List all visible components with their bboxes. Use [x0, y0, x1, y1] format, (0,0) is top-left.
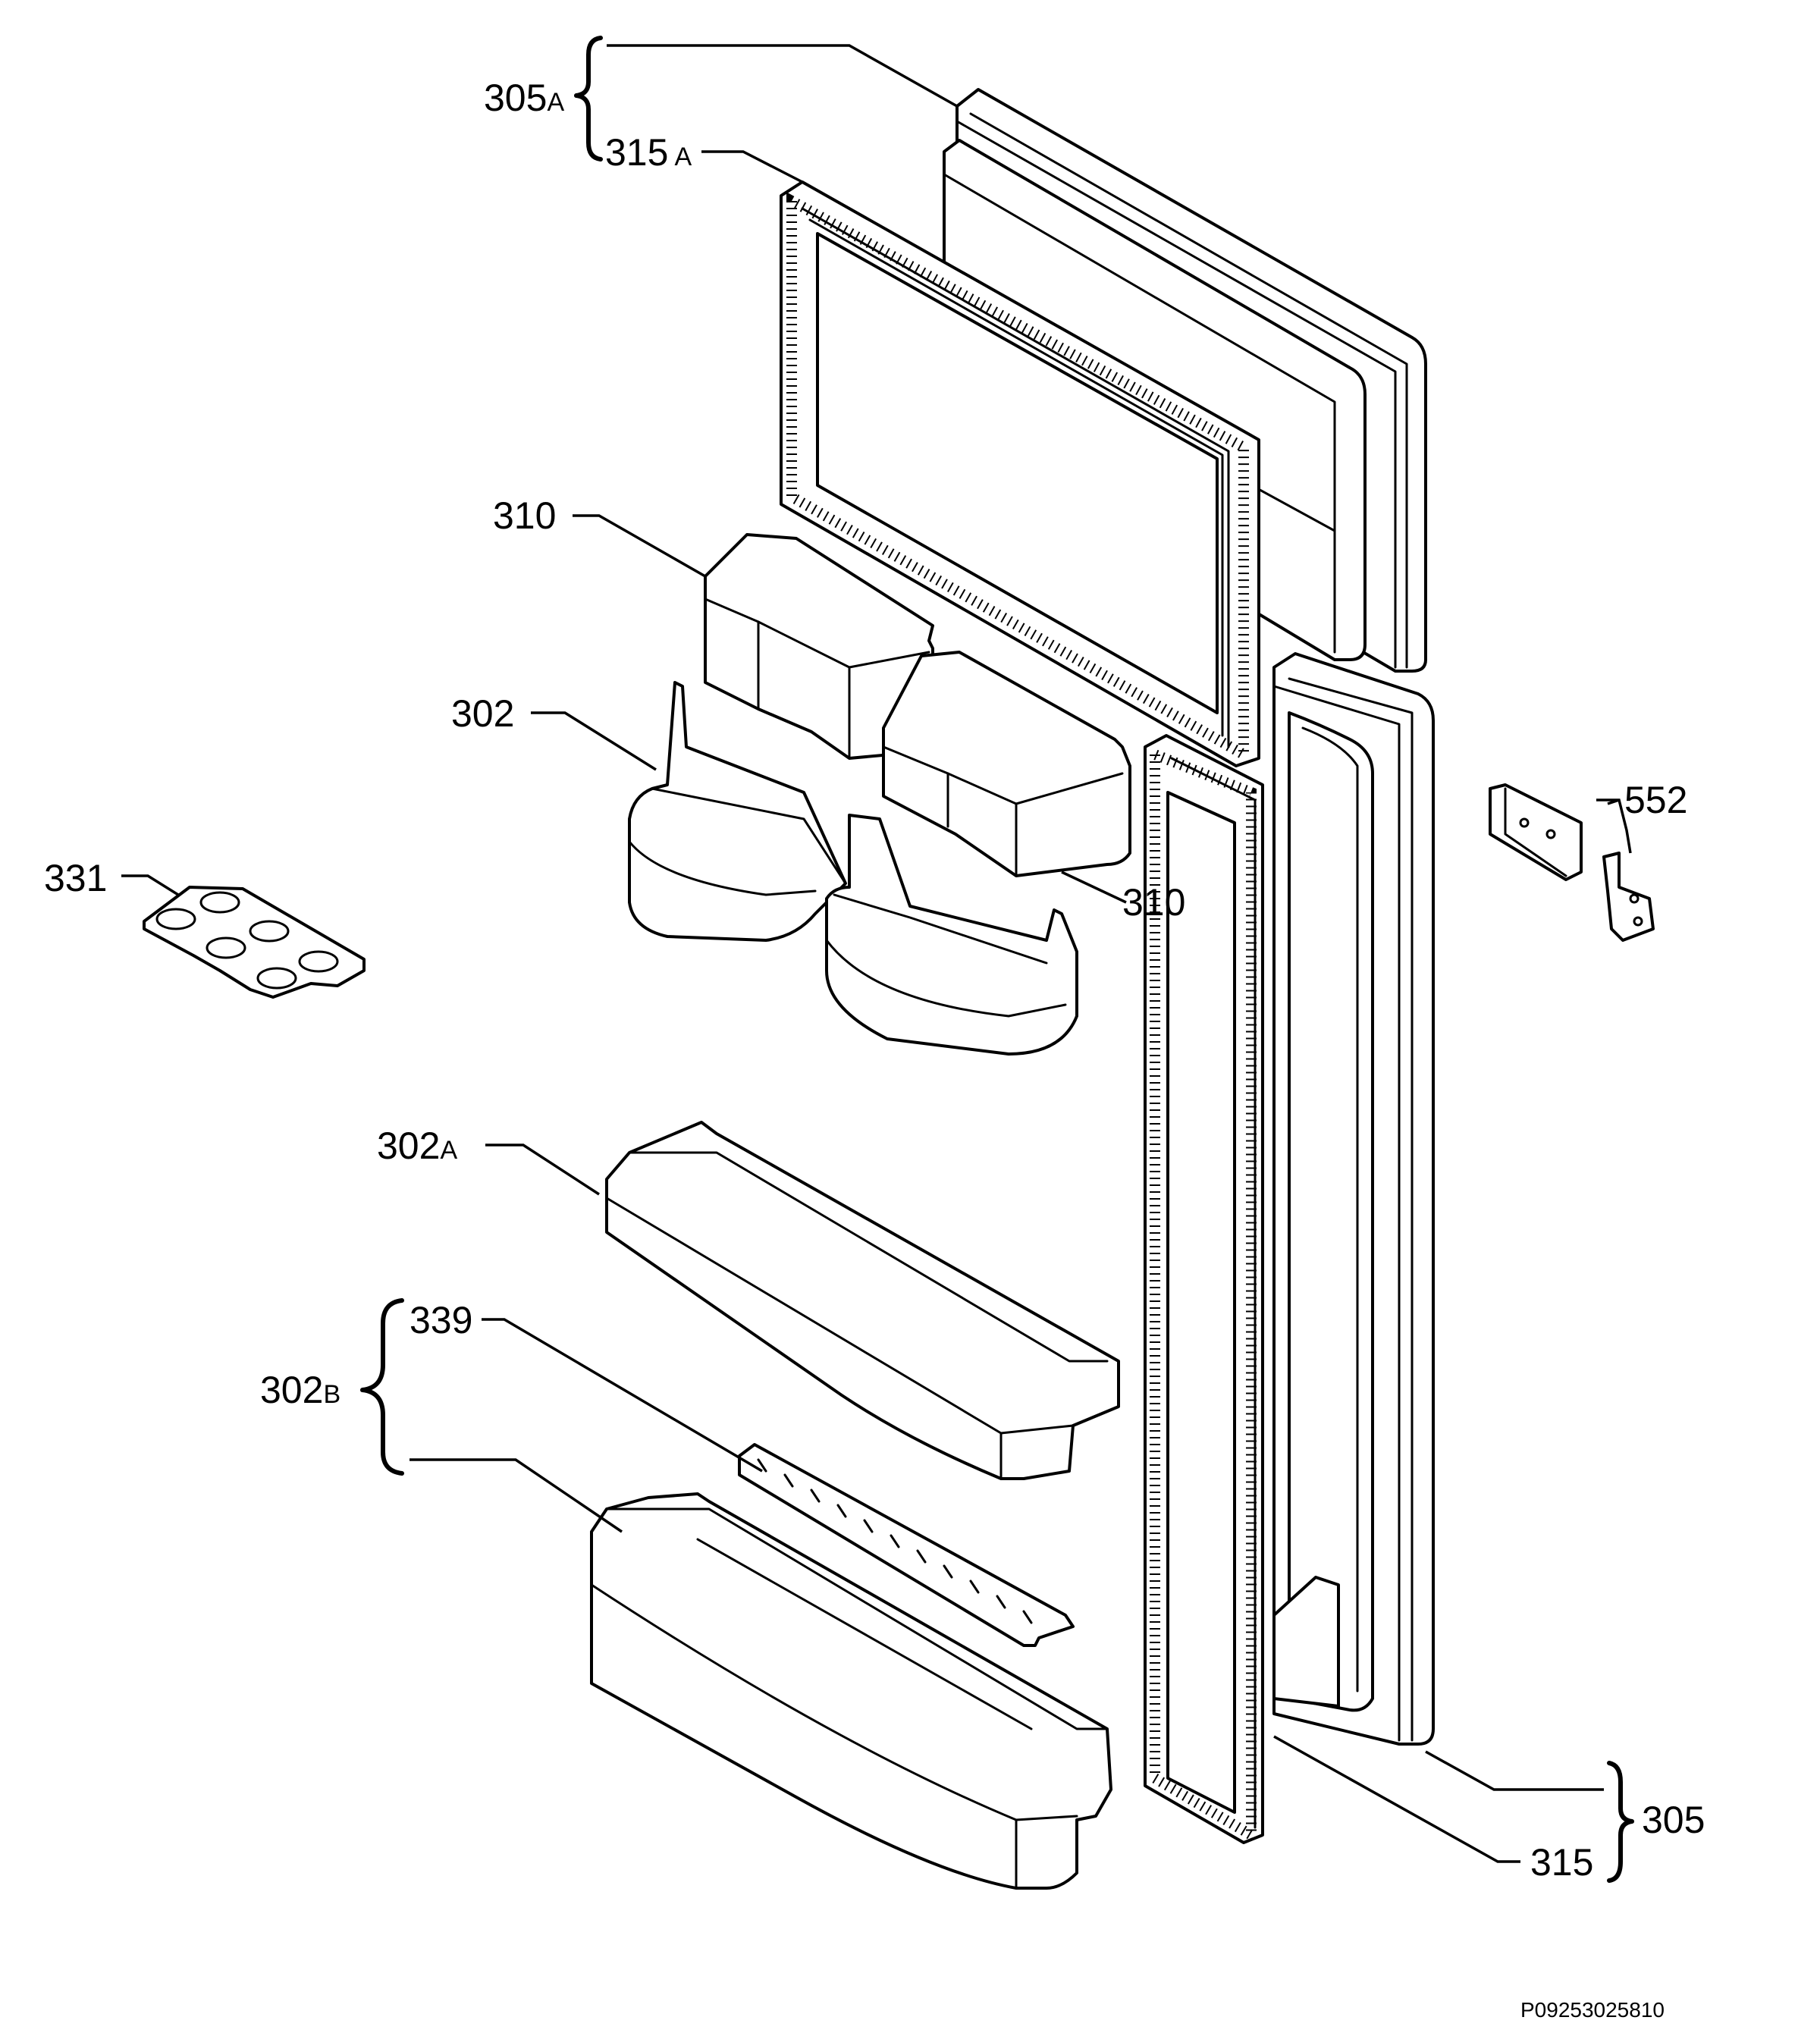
- door-shelf-302-left: [628, 681, 847, 942]
- lower-gasket-315: [1144, 734, 1264, 1845]
- compartment-lid-310-right: [882, 651, 1131, 877]
- label-302b: 302B: [260, 1369, 340, 1411]
- label-302a: 302A: [377, 1125, 457, 1167]
- label-552: 552: [1624, 779, 1687, 821]
- egg-tray-331: [143, 886, 366, 999]
- brace-305a: [574, 36, 603, 162]
- hinge-552: [1489, 783, 1655, 942]
- door-shelf-302-right: [825, 814, 1078, 1056]
- leader-lines: [121, 44, 1632, 1863]
- door-shelf-302b: [590, 1492, 1112, 1890]
- label-310-top: 310: [493, 494, 556, 537]
- label-305a: 305A: [484, 77, 564, 119]
- label-305: 305: [1642, 1799, 1705, 1841]
- brace-305-315: [1607, 1761, 1634, 1883]
- label-310-right: 310: [1122, 881, 1185, 924]
- door-shelf-302a: [605, 1121, 1120, 1480]
- drawing-code: P09253025810: [1520, 1998, 1665, 2022]
- brace-302b: [360, 1298, 404, 1476]
- label-302: 302: [451, 692, 514, 735]
- bottle-rack-339: [738, 1443, 1075, 1647]
- label-315: 315: [1530, 1841, 1593, 1884]
- braces: [360, 36, 1634, 1883]
- label-339: 339: [410, 1299, 472, 1341]
- upper-gasket-315a: [780, 180, 1260, 767]
- label-331: 331: [44, 857, 107, 899]
- lower-door-305: [1272, 652, 1435, 1746]
